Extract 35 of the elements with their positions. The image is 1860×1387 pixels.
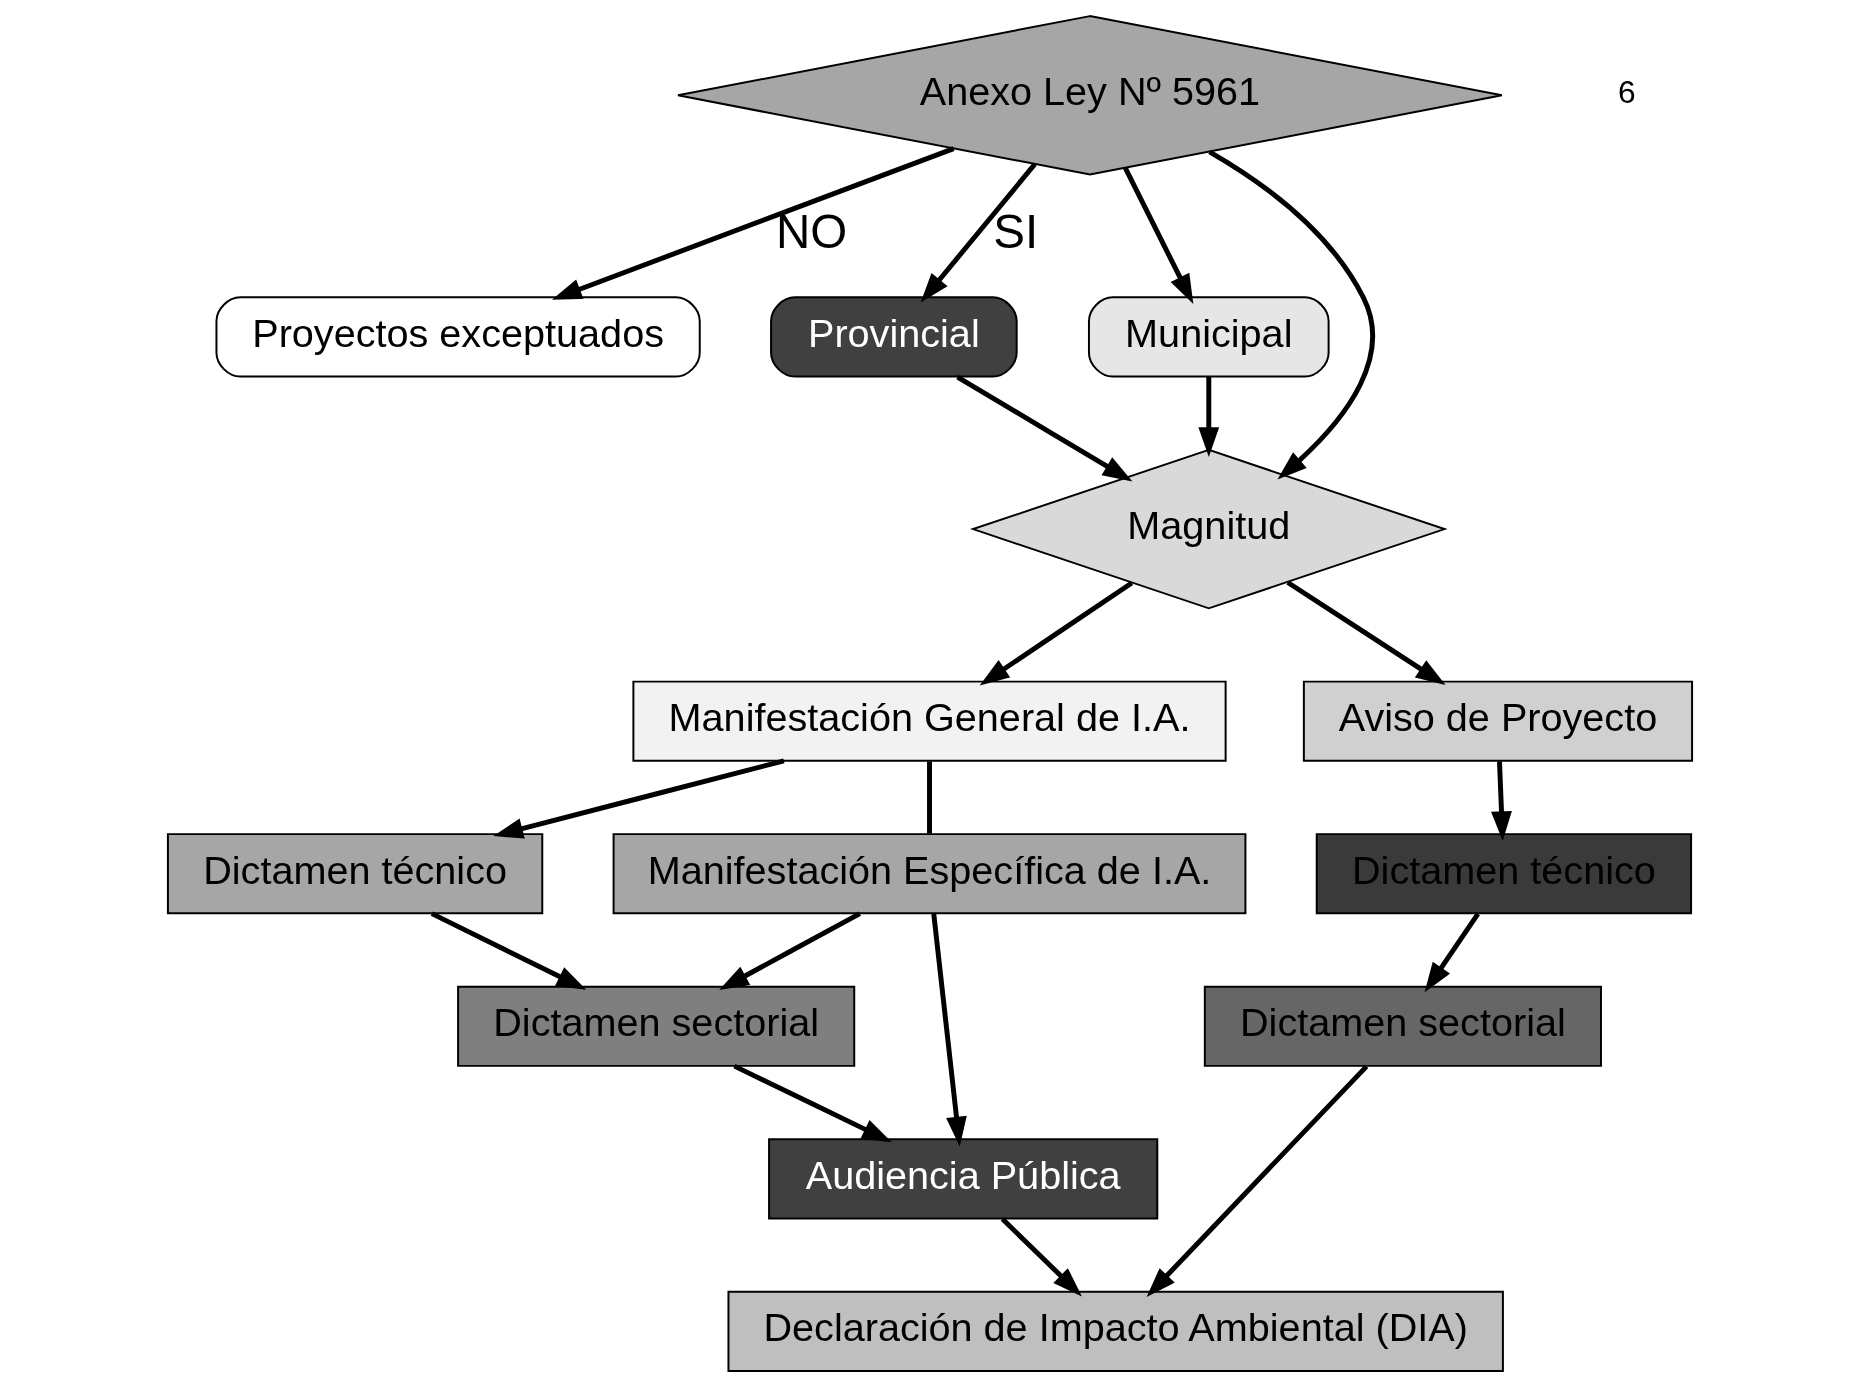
arrow: [1208, 149, 1375, 480]
node-box: Proyectos exceptuados: [215, 296, 701, 378]
node-box: Audiencia Pública: [768, 1138, 1159, 1220]
arrow: [1198, 377, 1220, 457]
arrow: [1000, 1217, 1082, 1297]
arrow: [920, 162, 1037, 303]
arrow: [1491, 761, 1512, 842]
node-box: Dictamen técnico: [1315, 833, 1693, 915]
node-diamond: Magnitud: [969, 448, 1448, 610]
arrow: [1146, 1064, 1369, 1297]
arrow: [1424, 912, 1480, 993]
node-box: Declaración de Impacto Ambiental (DIA): [727, 1290, 1504, 1372]
edge-label: NO: [776, 205, 848, 259]
node-box: Municipal: [1087, 296, 1330, 378]
arrow: [956, 374, 1133, 482]
edge-label: SI: [993, 205, 1039, 259]
arrow: [719, 911, 861, 991]
arrow: [979, 580, 1134, 686]
connector: [927, 761, 932, 834]
arrow: [430, 911, 587, 990]
node-diamond: Anexo Ley Nº 5961: [676, 15, 1503, 176]
node-box: Manifestación Específica de I.A.: [612, 833, 1247, 915]
node-box: Aviso de Proyecto: [1302, 680, 1694, 762]
node-box: Dictamen técnico: [166, 833, 544, 915]
arrow: [931, 913, 967, 1147]
node-box: Manifestación General de I.A.: [632, 680, 1227, 762]
arrow: [493, 758, 785, 839]
arrow: [1123, 166, 1194, 305]
arrow: [1286, 580, 1446, 686]
node-box: Dictamen sectorial: [1203, 985, 1602, 1067]
arrow: [733, 1063, 892, 1143]
arrow: [551, 146, 955, 300]
node-box: Dictamen sectorial: [457, 985, 856, 1067]
label: 6: [1617, 73, 1636, 110]
node-box: Provincial: [770, 296, 1018, 378]
